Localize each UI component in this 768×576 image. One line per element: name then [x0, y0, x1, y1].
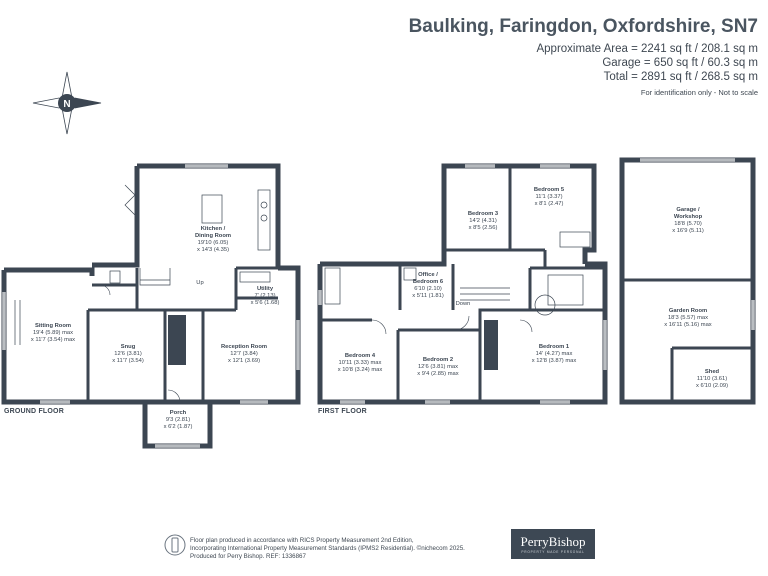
- first-floor-label: FIRST FLOOR: [318, 408, 367, 415]
- credits-line-3: Produced for Perry Bishop. REF: 1336867: [190, 553, 306, 560]
- room-label-garden-room: Garden Room 18'3 (5.57) max x 16'11 (5.1…: [664, 308, 711, 328]
- svg-text:6'10 (2.10): 6'10 (2.10): [414, 286, 442, 292]
- svg-text:Bedroom 2: Bedroom 2: [423, 357, 453, 363]
- svg-text:Snug: Snug: [121, 344, 136, 350]
- svg-text:x 9'4 (2.85) max: x 9'4 (2.85) max: [417, 371, 458, 377]
- svg-text:Bedroom 5: Bedroom 5: [534, 187, 565, 193]
- approximate-area-line: Approximate Area = 2241 sq ft / 208.1 sq…: [536, 43, 758, 55]
- svg-text:Bedroom 3: Bedroom 3: [468, 211, 499, 217]
- svg-text:Bedroom 4: Bedroom 4: [345, 353, 376, 359]
- svg-text:x 12'1 (3.69): x 12'1 (3.69): [228, 358, 260, 364]
- svg-text:18'3 (5.57) max: 18'3 (5.57) max: [668, 315, 708, 321]
- credits-line-2: Incorporating International Property Mea…: [190, 545, 465, 552]
- svg-text:x 6'10 (2.09): x 6'10 (2.09): [696, 383, 728, 389]
- garage-outbuilding-plan: [619, 157, 756, 405]
- room-label-bedroom-5: Bedroom 5 11'1 (3.37) x 8'1 (2.47): [534, 187, 565, 207]
- room-label-snug: Snug 12'6 (3.81) x 11'7 (3.54): [112, 344, 144, 364]
- svg-text:Dining Room: Dining Room: [195, 233, 231, 239]
- property-address-title: Baulking, Faringdon, Oxfordshire, SN7: [408, 16, 758, 37]
- svg-text:12'6 (3.81): 12'6 (3.81): [114, 351, 142, 357]
- room-label-bedroom-3: Bedroom 3 14'2 (4.31) x 8'5 (2.56): [468, 211, 499, 231]
- credits-line-1: Floor plan produced in accordance with R…: [190, 537, 414, 544]
- svg-text:x 16'11 (5.16) max: x 16'11 (5.16) max: [664, 322, 711, 328]
- room-label-sitting-room: Sitting Room 19'4 (5.89) max x 11'7 (3.5…: [31, 323, 75, 343]
- measurement-standard-icon: [164, 534, 186, 556]
- room-label-bedroom-2: Bedroom 2 12'6 (3.81) max x 9'4 (2.85) m…: [417, 357, 458, 377]
- ground-floor-label: GROUND FLOOR: [4, 408, 64, 415]
- svg-text:x 8'5 (2.56): x 8'5 (2.56): [469, 225, 498, 231]
- svg-text:x 12'8 (3.87) max: x 12'8 (3.87) max: [532, 358, 577, 364]
- svg-text:Bedroom 6: Bedroom 6: [413, 279, 444, 285]
- svg-text:11'10 (3.61): 11'10 (3.61): [697, 376, 727, 382]
- compass-icon: N: [32, 71, 102, 135]
- svg-text:Office /: Office /: [418, 272, 438, 278]
- svg-text:x 5'11 (1.81): x 5'11 (1.81): [412, 293, 444, 299]
- first-floor-plan: [317, 163, 608, 405]
- room-label-shed: Shed 11'10 (3.61) x 6'10 (2.09): [696, 369, 728, 389]
- svg-text:18'8 (5.70): 18'8 (5.70): [674, 221, 702, 227]
- logo-wordmark: PerryBishop: [520, 534, 586, 549]
- svg-text:14' (4.27) max: 14' (4.27) max: [536, 351, 573, 357]
- room-label-office-bedroom-6: Office / Bedroom 6 6'10 (2.10) x 5'11 (1…: [412, 272, 444, 299]
- svg-text:Kitchen /: Kitchen /: [201, 226, 226, 232]
- identification-note: For identification only - Not to scale: [640, 88, 758, 97]
- room-label-bedroom-4: Bedroom 4 10'11 (3.33) max x 10'8 (3.24)…: [338, 353, 383, 373]
- svg-text:19'4 (5.89) max: 19'4 (5.89) max: [33, 330, 73, 336]
- room-label-utility: Utility 7' (2.13) x 5'6 (1.68): [251, 286, 280, 306]
- floor-plan-credits: Floor plan produced in accordance with R…: [190, 537, 500, 561]
- svg-text:x 16'9 (5.11): x 16'9 (5.11): [672, 228, 704, 234]
- svg-text:x 6'2 (1.87): x 6'2 (1.87): [164, 424, 193, 430]
- room-label-bedroom-1: Bedroom 1 14' (4.27) max x 12'8 (3.87) m…: [532, 344, 577, 364]
- svg-text:x 8'1 (2.47): x 8'1 (2.47): [535, 201, 564, 207]
- svg-text:12'7 (3.84): 12'7 (3.84): [230, 351, 258, 357]
- garage-area-line: Garage = 650 sq ft / 60.3 sq m: [602, 57, 758, 69]
- compass-letter: N: [63, 99, 70, 110]
- logo-tagline: PROPERTY MADE PERSONAL: [521, 550, 585, 554]
- svg-text:Garage /: Garage /: [676, 207, 700, 213]
- svg-text:Garden Room: Garden Room: [669, 308, 707, 314]
- svg-text:Porch: Porch: [170, 410, 187, 416]
- svg-text:x 14'3 (4.35): x 14'3 (4.35): [197, 247, 229, 253]
- svg-text:Bedroom 1: Bedroom 1: [539, 344, 570, 350]
- svg-text:x 11'7 (3.54): x 11'7 (3.54): [112, 358, 144, 364]
- svg-text:Utility: Utility: [257, 286, 274, 292]
- svg-text:x 11'7 (3.54) max: x 11'7 (3.54) max: [31, 337, 75, 343]
- svg-text:x 5'6 (1.68): x 5'6 (1.68): [251, 300, 280, 306]
- svg-text:7' (2.13): 7' (2.13): [254, 293, 275, 299]
- room-label-kitchen: Kitchen / Dining Room 19'10 (6.05) x 14'…: [195, 226, 231, 253]
- svg-text:Workshop: Workshop: [674, 214, 703, 220]
- svg-text:Sitting Room: Sitting Room: [35, 323, 71, 329]
- svg-text:11'1 (3.37): 11'1 (3.37): [535, 194, 562, 200]
- svg-text:Reception Room: Reception Room: [221, 344, 267, 350]
- svg-text:9'3 (2.81): 9'3 (2.81): [166, 417, 190, 423]
- svg-text:Shed: Shed: [705, 369, 720, 375]
- svg-text:x 10'8 (3.24) max: x 10'8 (3.24) max: [338, 367, 383, 373]
- room-label-reception-room: Reception Room 12'7 (3.84) x 12'1 (3.69): [221, 344, 267, 364]
- svg-text:19'10 (6.05): 19'10 (6.05): [198, 240, 229, 246]
- total-area-line: Total = 2891 sq ft / 268.5 sq m: [603, 71, 758, 83]
- ground-floor-plan: [1, 163, 301, 449]
- stairs-down-label: Down: [456, 301, 471, 307]
- svg-text:10'11 (3.33) max: 10'11 (3.33) max: [339, 360, 382, 366]
- room-label-garage-workshop: Garage / Workshop 18'8 (5.70) x 16'9 (5.…: [672, 207, 704, 234]
- perry-bishop-logo: PerryBishop PROPERTY MADE PERSONAL: [511, 529, 595, 559]
- svg-text:12'6 (3.81) max: 12'6 (3.81) max: [418, 364, 458, 370]
- room-label-porch: Porch 9'3 (2.81) x 6'2 (1.87): [164, 410, 193, 430]
- stairs-up-label: Up: [196, 280, 203, 286]
- svg-text:14'2 (4.31): 14'2 (4.31): [469, 218, 497, 224]
